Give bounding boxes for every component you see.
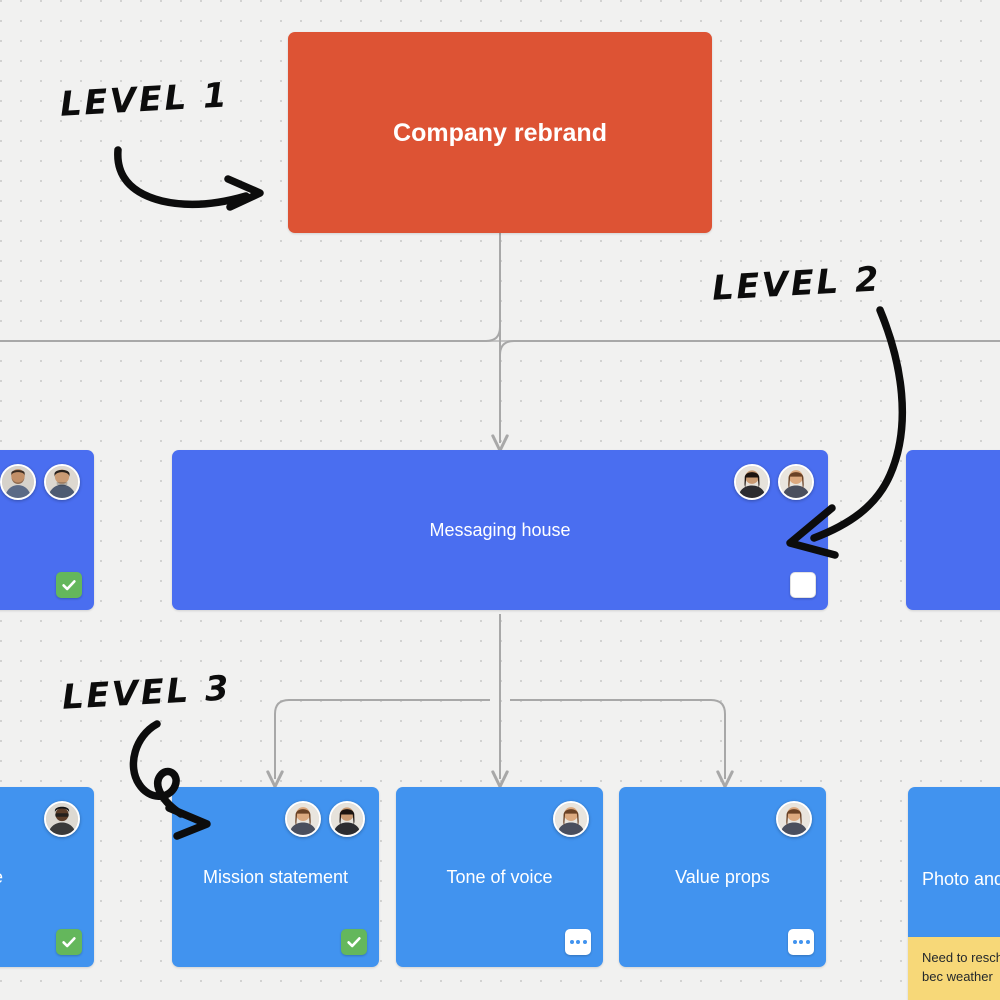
avatar-group	[553, 801, 589, 837]
status-badge-done[interactable]	[56, 572, 82, 598]
avatar-group	[734, 464, 814, 500]
lane-divider-top	[0, 340, 1000, 342]
sticky-note-photoshoot[interactable]: Need to resched photoshoot bec weather	[908, 937, 1000, 1000]
annotation-level-2: LEVEL 2	[711, 259, 883, 309]
avatar-group	[44, 801, 80, 837]
avatar[interactable]	[285, 801, 321, 837]
avatar-group	[0, 464, 80, 500]
status-badge-empty[interactable]	[790, 572, 816, 598]
card-title: Tone of voice	[446, 867, 553, 887]
avatar[interactable]	[0, 464, 36, 500]
card-value-props[interactable]: Value props	[619, 787, 826, 967]
annotation-arrow-level-1	[114, 146, 264, 211]
avatar[interactable]	[776, 801, 812, 837]
card-company-rebrand[interactable]: Company rebrand	[288, 32, 712, 233]
card-messaging-house[interactable]: Messaging house	[172, 450, 828, 610]
avatar[interactable]	[734, 464, 770, 500]
avatar-group	[285, 801, 365, 837]
checkmark-icon	[62, 580, 76, 591]
card-tone-of-voice[interactable]: Tone of voice	[396, 787, 603, 967]
card-level2-left-clipped[interactable]	[0, 450, 94, 610]
avatar[interactable]	[778, 464, 814, 500]
card-mission-statement[interactable]: Mission statement	[172, 787, 379, 967]
checkmark-icon	[347, 937, 361, 948]
ellipsis-icon	[792, 940, 810, 944]
card-title: Mission statement	[202, 867, 349, 887]
status-badge-progress[interactable]	[565, 929, 591, 955]
card-photo-and[interactable]: Photo and	[908, 787, 1000, 937]
annotation-level-3: LEVEL 3	[61, 668, 233, 718]
card-website[interactable]: f website	[0, 787, 94, 967]
avatar[interactable]	[44, 801, 80, 837]
card-title: Photo and	[922, 869, 1000, 889]
ellipsis-icon	[569, 940, 587, 944]
annotation-level-1: LEVEL 1	[59, 75, 231, 125]
card-title: Value props	[675, 867, 770, 887]
avatar[interactable]	[553, 801, 589, 837]
status-badge-done[interactable]	[56, 929, 82, 955]
card-title: Messaging house	[429, 520, 571, 540]
avatar[interactable]	[44, 464, 80, 500]
card-level2-right-clipped[interactable]	[906, 450, 1000, 610]
status-badge-done[interactable]	[341, 929, 367, 955]
avatar-group	[776, 801, 812, 837]
avatar[interactable]	[329, 801, 365, 837]
status-badge-progress[interactable]	[788, 929, 814, 955]
card-title: Company rebrand	[393, 118, 607, 147]
card-title: f website	[0, 865, 94, 889]
checkmark-icon	[62, 937, 76, 948]
